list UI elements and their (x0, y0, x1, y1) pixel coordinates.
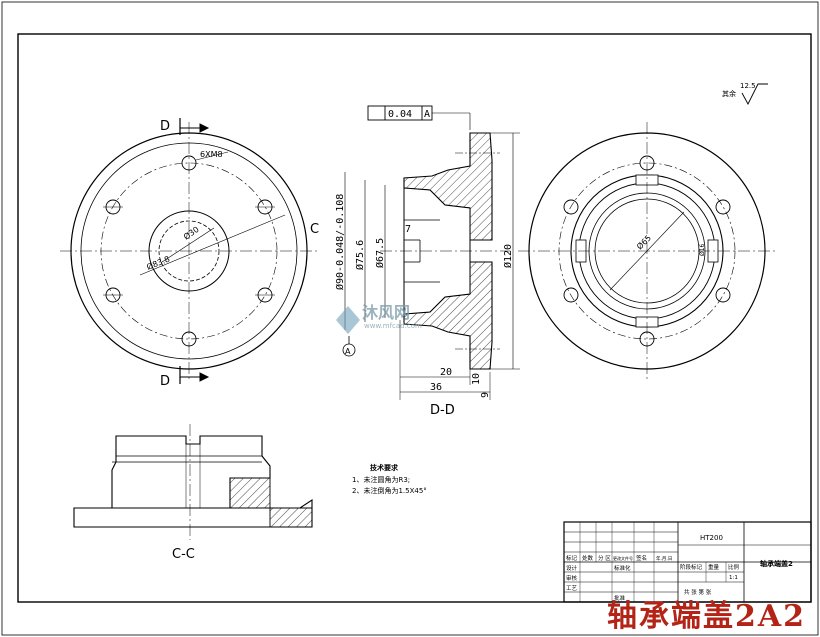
datum-label: A (345, 347, 351, 356)
tech-title: 技术要求 (370, 463, 399, 472)
tb-part-name: 轴承端盖2 (760, 559, 793, 568)
watermark: 沐风网 www.mfcad.com (336, 303, 422, 334)
dim-dia-90: Ø90-0.048/-0.108 (334, 194, 346, 290)
dim-dia-75: Ø75.6 (354, 240, 366, 270)
tb-col-5: 签名 (636, 554, 647, 562)
dim-bore-right: Ø65 (634, 233, 653, 252)
tb-col-4: 更改文件号 (613, 555, 633, 561)
tech-item-1: 1、未注圆角为R3; (352, 475, 410, 484)
title-block (563, 521, 812, 603)
dim-holes: 6XM8 (200, 150, 223, 159)
roughness-label: 其余 (722, 89, 736, 98)
dim-dia-120: Ø120 (502, 244, 514, 268)
tb-scale: 1:1 (729, 575, 738, 581)
tech-item-2: 2、未注倒角为1.5X45° (352, 486, 427, 495)
image-caption: 轴承端盖2A2 (606, 599, 806, 634)
tb-sheet: 共 张 第 张 (684, 588, 712, 596)
dim-depth-7: 7 (405, 224, 411, 235)
tb-row-standard: 标准化 (614, 564, 631, 572)
left-front-view (60, 118, 318, 384)
tolerance-value: 0.04 (388, 109, 412, 120)
tb-col-2: 处数 (582, 554, 594, 562)
tb-weight: 重量 (708, 563, 720, 571)
tb-ratio: 比例 (728, 563, 740, 571)
dim-dia-67: Ø67.5 (374, 238, 386, 268)
section-mark-c: C (310, 222, 319, 237)
inner-frame (17, 33, 812, 603)
roughness-value: 12.5 (740, 82, 756, 90)
tb-material: HT200 (700, 534, 723, 542)
watermark-brand: 沐风网 (362, 303, 410, 322)
dim-len-10: 10 (471, 373, 482, 385)
tb-row-design: 设计 (566, 564, 578, 572)
tolerance-datum: A (424, 109, 430, 120)
tb-stage: 阶段标记 (680, 563, 703, 571)
section-mark-d-top: D (160, 119, 170, 134)
section-label-dd: D-D (430, 403, 455, 418)
section-mark-d-bottom: D (160, 374, 170, 389)
roughness-symbol (741, 83, 768, 105)
tb-col-6: 年.月.日 (656, 555, 672, 562)
tb-col-3: 分 区 (598, 554, 611, 562)
dim-len-20: 20 (440, 367, 452, 378)
dim-bore-left: Ø30 (181, 224, 200, 242)
section-dd-view (342, 105, 520, 400)
tb-col-1: 标记 (566, 554, 578, 562)
tb-row-approve: 批准 (614, 594, 626, 602)
section-label-cc: C-C (172, 547, 195, 562)
tb-row-process: 工艺 (566, 585, 578, 592)
right-back-view (518, 122, 776, 380)
dim-width-right: Ø16 (699, 243, 706, 256)
dim-len-36: 36 (430, 382, 442, 393)
dim-len-9: 9 (480, 392, 491, 398)
watermark-url: www.mfcad.com (364, 322, 422, 330)
section-cc-view (73, 424, 313, 540)
tb-row-review: 审核 (566, 574, 578, 582)
